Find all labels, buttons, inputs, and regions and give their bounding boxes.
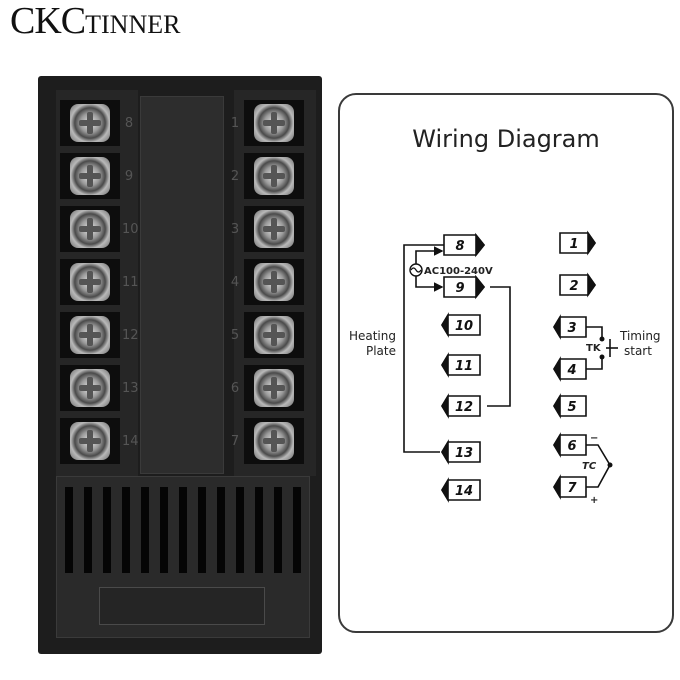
pin-label-2: 2 — [569, 279, 578, 294]
terminal-number: 6 — [230, 381, 240, 396]
vent-slot — [217, 487, 225, 573]
timing-label-2: start — [624, 344, 652, 358]
terminal-number: 4 — [230, 275, 240, 290]
terminal-screw-7 — [244, 418, 304, 464]
pin-label-8: 8 — [455, 239, 464, 254]
terminal-number: 9 — [124, 169, 134, 184]
vent-slot — [236, 487, 244, 573]
pin-label-1: 1 — [569, 237, 578, 252]
brand-suffix: TINNER — [85, 10, 181, 39]
vent-slot — [65, 487, 73, 573]
terminal-number: 12 — [122, 328, 139, 343]
pin-9 — [443, 274, 486, 300]
heating-label-2: Plate — [366, 344, 396, 358]
pin-label-5: 5 — [567, 400, 576, 415]
vent-slot — [122, 487, 130, 573]
brand-prefix: CKC — [10, 0, 86, 42]
vent-slot — [198, 487, 206, 573]
vent-slot — [293, 487, 301, 573]
pin-label-7: 7 — [567, 481, 577, 496]
thermocouple-label: TC — [582, 461, 597, 472]
pin-label-6: 6 — [567, 439, 576, 454]
vent-slot — [103, 487, 111, 573]
terminal-screw-12 — [60, 312, 120, 358]
power-label: AC100-240V — [424, 266, 493, 277]
wiring-diagram-title: Wiring Diagram — [412, 125, 600, 153]
pin-label-12: 12 — [455, 400, 473, 415]
terminal-screw-6 — [244, 365, 304, 411]
terminal-screw-4 — [244, 259, 304, 305]
vent-slot — [84, 487, 92, 573]
pin-label-11: 11 — [455, 359, 473, 374]
terminal-screw-3 — [244, 206, 304, 252]
terminal-number: 8 — [124, 116, 134, 131]
plus-sign: + — [590, 495, 598, 506]
wiring-diagram-card: Wiring Diagram — [338, 93, 674, 633]
terminal-screw-5 — [244, 312, 304, 358]
pin-label-4: 4 — [566, 363, 576, 378]
terminal-screw-13 — [60, 365, 120, 411]
terminal-number: 2 — [230, 169, 240, 184]
pin-label-13: 13 — [455, 446, 473, 461]
timing-label-1: Timing — [619, 329, 661, 343]
vent-slot — [274, 487, 282, 573]
pin-label-14: 14 — [455, 484, 473, 499]
terminal-screw-11 — [60, 259, 120, 305]
terminal-number: 13 — [122, 381, 139, 396]
pin-label-10: 10 — [455, 319, 473, 334]
pin-label-3: 3 — [567, 321, 576, 336]
minus-sign: − — [590, 433, 598, 444]
vent-slot — [160, 487, 168, 573]
controller-rear-panel: 8 9 10 11 12 13 14 1 2 3 4 5 6 7 — [38, 76, 322, 654]
brand-logo: CKCTINNER — [10, 2, 180, 40]
center-panel — [140, 96, 224, 474]
vent-slot — [255, 487, 263, 573]
terminal-number: 10 — [122, 222, 139, 237]
terminal-screw-14 — [60, 418, 120, 464]
vent-slot — [141, 487, 149, 573]
vent-slot — [179, 487, 187, 573]
terminal-number: 3 — [230, 222, 240, 237]
heating-label-1: Heating — [349, 329, 396, 343]
pin-label-9: 9 — [455, 281, 464, 296]
label-window — [99, 587, 265, 625]
pin-8 — [443, 232, 486, 258]
vent-grille — [56, 476, 310, 638]
terminal-number: 7 — [230, 434, 240, 449]
switch-label: TK — [586, 343, 602, 354]
terminal-screw-10 — [60, 206, 120, 252]
terminal-number: 5 — [230, 328, 240, 343]
terminal-number: 1 — [230, 116, 240, 131]
terminal-screw-1 — [244, 100, 304, 146]
terminal-screw-8 — [60, 100, 120, 146]
terminal-screw-9 — [60, 153, 120, 199]
wiring-diagram: 8 9 10 11 12 13 14 1 2 3 4 5 6 7 AC100-2… — [349, 230, 661, 506]
terminal-number: 11 — [122, 275, 139, 290]
terminal-screw-2 — [244, 153, 304, 199]
terminal-number: 14 — [122, 434, 139, 449]
